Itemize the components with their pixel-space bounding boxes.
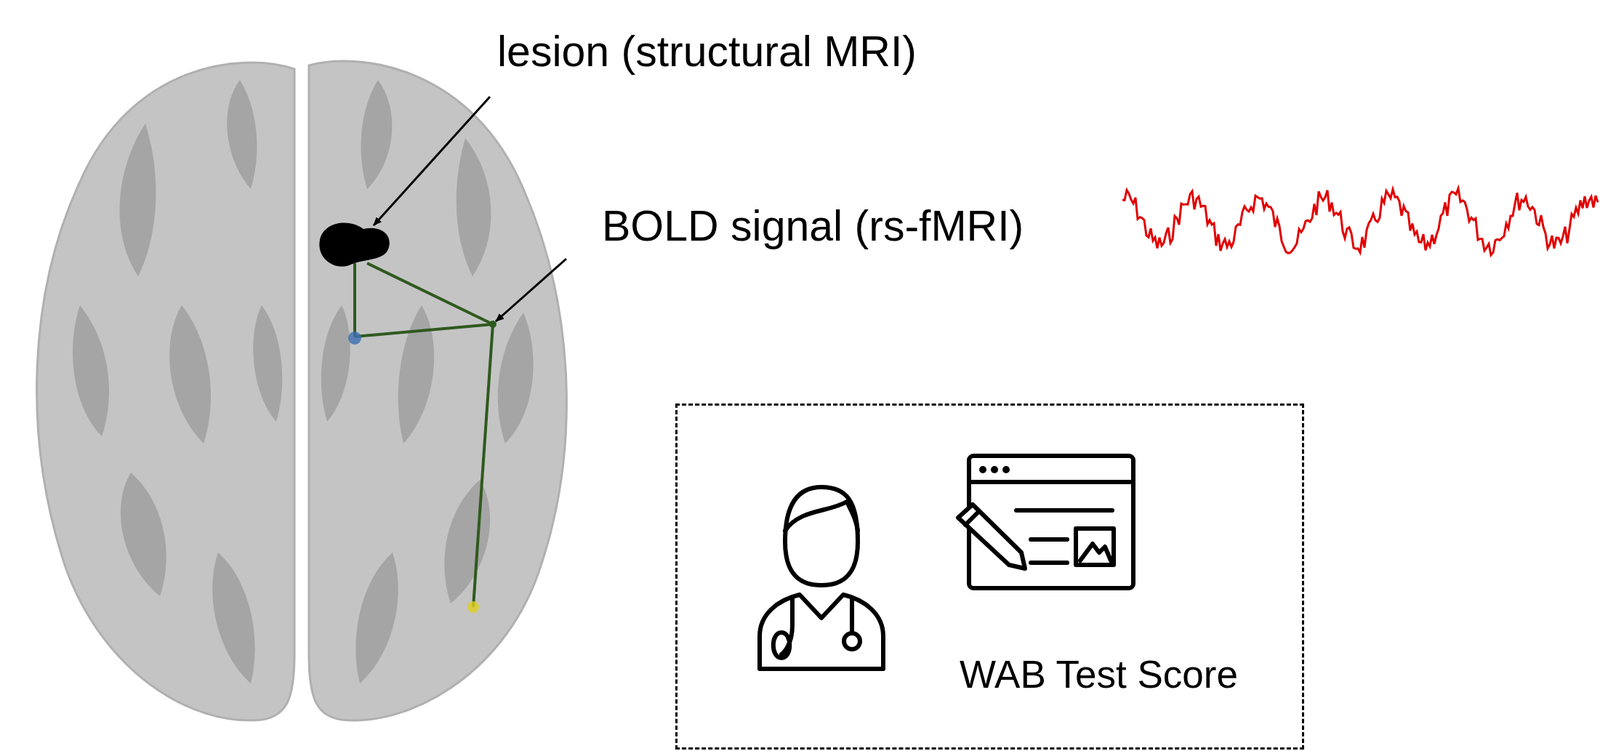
doctor-icon	[759, 487, 884, 669]
box-text: WAB Test Score	[959, 652, 1238, 698]
dashed-box: WAB Test Score	[675, 403, 1305, 750]
test-form-icon	[958, 455, 1134, 589]
leader-line	[495, 258, 567, 322]
leader-line	[373, 96, 490, 226]
lesion-blob	[319, 223, 389, 267]
callout-label: BOLD signal (rs-fMRI)	[601, 202, 1024, 252]
callout-label: lesion (structural MRI)	[497, 27, 917, 78]
brain-illustration	[37, 61, 568, 721]
network-lines	[354, 263, 493, 607]
bold-signal-wave	[1122, 188, 1598, 256]
window-dots	[979, 465, 1010, 474]
